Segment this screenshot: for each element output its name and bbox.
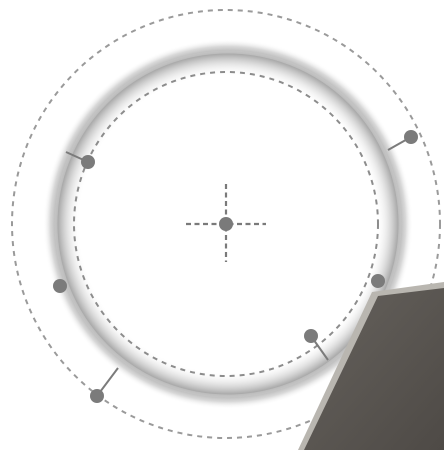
crosshair-center-dot (219, 217, 233, 231)
marker-upper-right (404, 130, 418, 144)
marker-right (371, 274, 385, 288)
marker-lower-left (90, 389, 104, 403)
marker-upper-left (81, 155, 95, 169)
marker-left (53, 279, 67, 293)
marker-lower-right (304, 329, 318, 343)
